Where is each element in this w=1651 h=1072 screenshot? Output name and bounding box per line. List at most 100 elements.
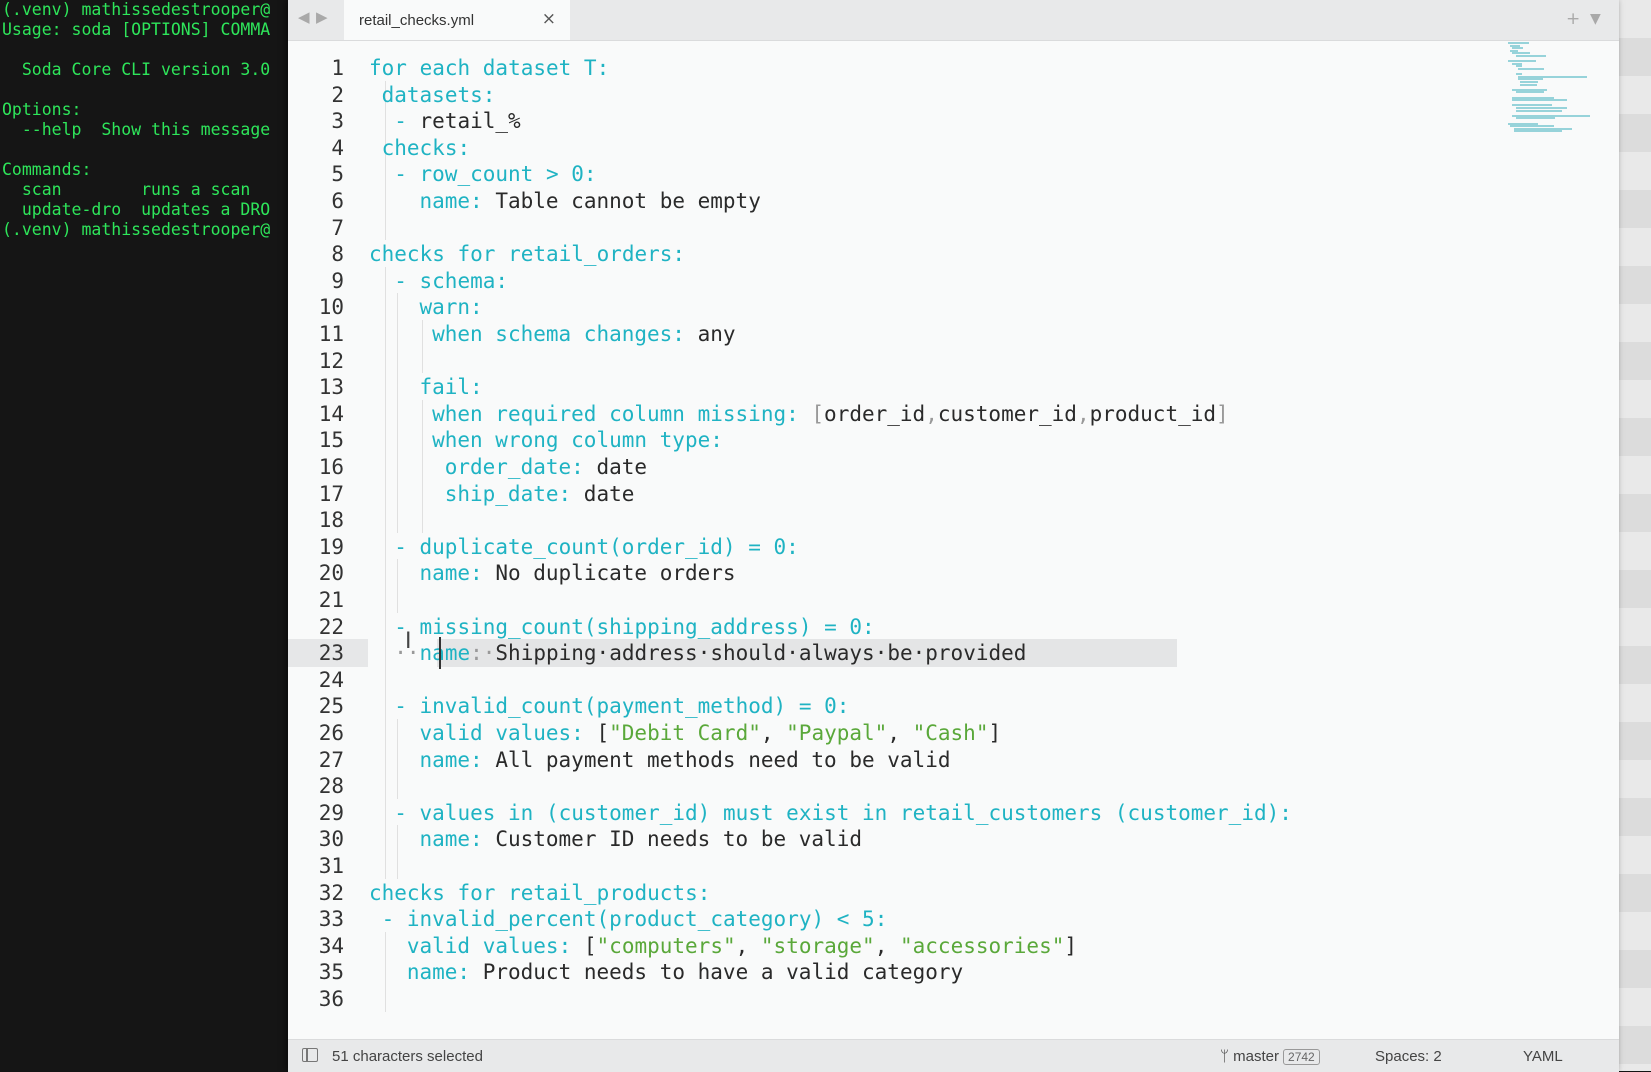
line-number: 25 <box>318 694 344 719</box>
code-line: when required column missing: [order_id,… <box>432 400 1229 428</box>
code-token: for each dataset T: <box>369 56 610 80</box>
line-number: 8 <box>331 242 344 267</box>
minimap-line <box>1512 104 1552 107</box>
code-token: ] <box>1064 933 1078 958</box>
close-icon[interactable]: × <box>541 9 556 29</box>
line-number: 15 <box>318 428 344 453</box>
code-token: ship_date: <box>444 481 584 506</box>
line-number: 33 <box>318 907 344 932</box>
line-number: 16 <box>318 455 344 479</box>
code-line: when wrong column type: <box>432 426 723 454</box>
line-number: 21 <box>318 588 344 612</box>
code-line: - missing_count(shipping_address) = 0: <box>394 613 874 641</box>
line-number: 17 <box>318 481 344 506</box>
ibeam-cursor-icon: I <box>405 629 412 655</box>
chevron-left-icon[interactable]: ◀ <box>298 8 310 26</box>
code-token: order_date: <box>444 455 597 479</box>
code-token: name: <box>419 189 496 213</box>
code-token: customer_id <box>937 401 1077 426</box>
code-token: when required column missing: <box>432 401 812 426</box>
minimap[interactable] <box>1508 42 1608 142</box>
code-line: ship_date: date <box>445 480 635 508</box>
line-number: 13 <box>318 375 344 400</box>
terminal-line: --help Show this message <box>2 120 271 139</box>
line-number: 20 <box>318 561 344 586</box>
code-token: name: <box>419 747 496 772</box>
code-area[interactable]: for each dataset T:datasets:- retail_%ch… <box>288 42 1488 1032</box>
minimap-line <box>1512 114 1591 117</box>
code-token: ·· <box>394 641 420 666</box>
code-line: valid values: ["Debit Card", "Paypal", "… <box>419 719 1001 747</box>
code-token: - values in (customer_id) must exist in … <box>394 800 1292 825</box>
minimap-line <box>1518 78 1544 81</box>
minimap-line <box>1512 96 1554 99</box>
line-number: 11 <box>318 322 344 346</box>
branch-name: master <box>1233 1048 1280 1065</box>
code-line: checks for retail_products: <box>369 879 710 907</box>
code-token: - <box>394 109 420 134</box>
terminal-line: scan runs a scan <box>2 180 251 199</box>
line-number: 30 <box>318 827 344 852</box>
terminal-window[interactable]: (.venv) mathissedestrooper@Usage: soda [… <box>0 0 300 1071</box>
indent-guide <box>397 559 399 613</box>
minimap-line <box>1508 60 1536 63</box>
git-branch-icon: ᛘ <box>1220 1048 1234 1065</box>
indent-guide <box>422 320 424 374</box>
code-token: warn: <box>419 295 483 320</box>
code-token: checks: <box>381 135 471 160</box>
code-token: , <box>887 721 913 745</box>
chevron-right-icon[interactable]: ▶ <box>316 8 328 26</box>
line-number: 2 <box>331 82 344 107</box>
minimap-line <box>1510 125 1554 128</box>
code-token: name: <box>419 561 496 586</box>
code-token: Customer ID needs to be valid <box>495 827 862 852</box>
minimap-line <box>1516 109 1563 112</box>
code-token: , <box>760 721 787 745</box>
plus-icon[interactable]: + <box>1566 9 1581 29</box>
minimap-line <box>1514 127 1573 130</box>
line-number: 28 <box>318 774 344 799</box>
code-token: when schema changes: <box>432 322 698 346</box>
line-number: 19 <box>318 534 344 559</box>
line-number: 36 <box>318 987 344 1011</box>
code-token: - invalid_count(payment_method) = 0: <box>394 694 850 719</box>
code-token: No duplicate orders <box>495 561 736 586</box>
sidebar-toggle-icon[interactable] <box>302 1048 318 1062</box>
code-line: - invalid_count(payment_method) = 0: <box>394 692 849 720</box>
code-token: valid values: <box>406 933 584 958</box>
terminal-line <box>0 80 300 100</box>
minimap-line <box>1510 44 1520 47</box>
code-token: - schema: <box>394 268 509 293</box>
code-token: when wrong column type: <box>432 428 723 453</box>
line-number: 10 <box>318 295 344 320</box>
code-token: - duplicate_count(order_id) = 0: <box>394 534 799 559</box>
syntax-selector[interactable]: YAML <box>1523 1048 1563 1065</box>
line-number: 6 <box>331 189 344 213</box>
code-token: , <box>874 933 900 958</box>
code-token: , <box>1076 401 1090 426</box>
terminal-output: (.venv) mathissedestrooper@Usage: soda [… <box>0 0 300 240</box>
indentation-setting[interactable]: Spaces: 2 <box>1375 1048 1442 1065</box>
terminal-line: (.venv) mathissedestrooper@ <box>2 220 271 239</box>
line-number: 9 <box>331 268 344 293</box>
terminal-line: update-dro updates a DRO <box>2 200 271 219</box>
code-token: date <box>596 455 648 479</box>
minimap-line <box>1514 130 1563 133</box>
code-line: fail: <box>419 373 482 401</box>
text-selection <box>437 639 1177 668</box>
line-number: 3 <box>331 109 344 134</box>
minimap-line <box>1508 42 1529 44</box>
chevron-down-icon[interactable]: ▼ <box>1590 11 1601 27</box>
minimap-line <box>1518 68 1545 70</box>
line-number: 34 <box>318 933 344 958</box>
line-number: 35 <box>318 960 344 985</box>
code-token: date <box>583 481 635 506</box>
tab-retail-checks[interactable]: retail_checks.yml × <box>344 0 570 40</box>
code-line: name: Customer ID needs to be valid <box>419 825 862 853</box>
tab-label: retail_checks.yml <box>359 12 475 29</box>
line-number: 24 <box>318 667 344 692</box>
line-number: 5 <box>331 162 344 187</box>
